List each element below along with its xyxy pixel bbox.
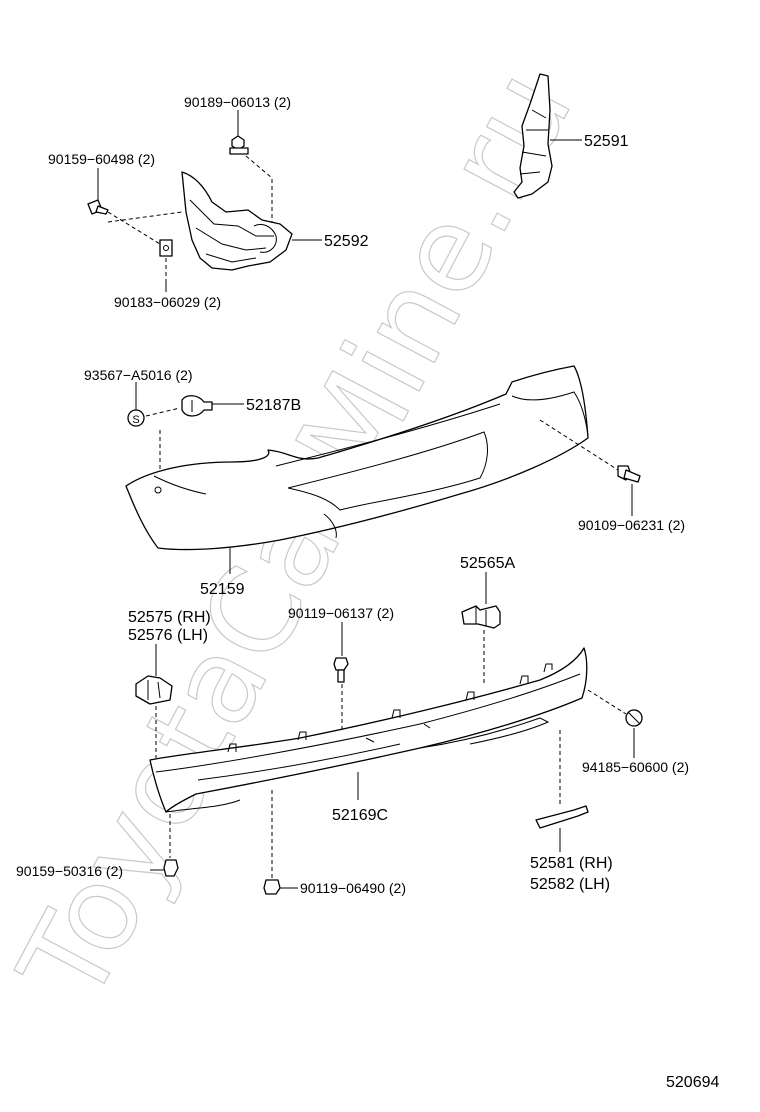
label-90189-06013: 90189−06013 (2) <box>184 94 291 110</box>
label-52581-rh: 52581 (RH) <box>530 855 613 872</box>
label-90183-06029: 90183−06029 (2) <box>114 294 221 310</box>
bumper-upper-52159 <box>125 365 589 551</box>
label-52159: 52159 <box>200 581 245 598</box>
diagram-id: 520694 <box>666 1074 719 1091</box>
label-93567-A5016: 93567−A5016 (2) <box>84 367 193 383</box>
label-52187B: 52187B <box>246 397 301 414</box>
label-90109-06231: 90109−06231 (2) <box>578 517 685 533</box>
clip-90183 <box>159 239 173 257</box>
label-52591: 52591 <box>584 133 629 150</box>
label-52575-rh: 52575 (RH) <box>128 609 211 626</box>
label-52592: 52592 <box>324 233 369 250</box>
bumper-lower-52169C <box>149 647 588 813</box>
screw-90159-50316 <box>163 859 179 877</box>
label-94185-60600: 94185−60600 (2) <box>582 759 689 775</box>
bolt-90189 <box>229 135 249 155</box>
label-52576-lh: 52576 (LH) <box>128 627 208 644</box>
label-90119-06490: 90119−06490 (2) <box>300 880 406 896</box>
clip-52187B <box>181 395 213 417</box>
bolt-90119-06490 <box>263 879 281 895</box>
mudguard-52592 <box>181 171 293 271</box>
mudguard-52591 <box>513 73 553 199</box>
screw-90159-60498 <box>87 199 109 215</box>
moulding-52581 <box>535 805 589 829</box>
s-mark-text: S <box>132 414 139 426</box>
retainer-52565A <box>461 605 501 629</box>
clip-93567: S <box>127 409 145 427</box>
label-90159-60498: 90159−60498 (2) <box>48 151 155 167</box>
label-52169C: 52169C <box>332 807 388 824</box>
label-90159-50316: 90159−50316 (2) <box>16 863 123 879</box>
nut-94185 <box>625 709 643 727</box>
label-90119-06137: 90119−06137 (2) <box>288 605 394 621</box>
bolt-90119-06137 <box>333 657 349 683</box>
bolt-90109 <box>617 465 641 483</box>
label-52582-lh: 52582 (LH) <box>530 876 610 893</box>
bracket-52575 <box>135 675 173 705</box>
label-52565A: 52565A <box>460 555 515 572</box>
